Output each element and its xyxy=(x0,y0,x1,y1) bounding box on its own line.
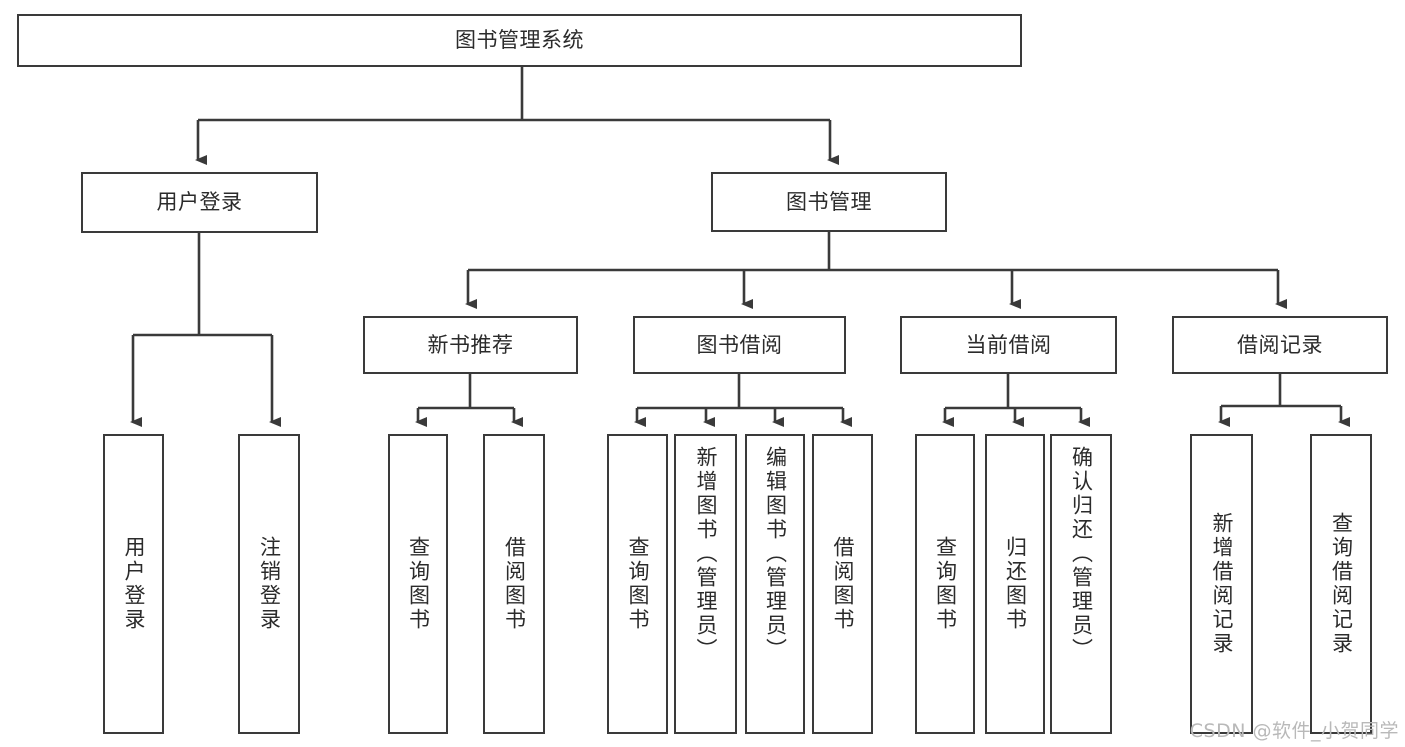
leaf-user-login[interactable]: 用户登录 xyxy=(103,434,164,734)
leaf-add-borrow-record[interactable]: 新增借阅记录 xyxy=(1190,434,1253,734)
leaf-search-books-current[interactable]: 查询图书 xyxy=(915,434,975,734)
node-new-book-recommendation[interactable]: 新书推荐 xyxy=(363,316,578,374)
node-current-borrowing[interactable]: 当前借阅 xyxy=(900,316,1117,374)
leaf-borrow-books-recommend[interactable]: 借阅图书 xyxy=(483,434,545,734)
leaf-user-login-label: 用户登录 xyxy=(122,536,146,632)
leaf-search-books-current-label: 查询图书 xyxy=(933,536,958,632)
leaf-edit-book-admin[interactable]: 编辑图书（管理员） xyxy=(745,434,805,734)
node-current-borrowing-label: 当前借阅 xyxy=(965,332,1052,357)
leaf-search-borrow-record[interactable]: 查询借阅记录 xyxy=(1310,434,1372,734)
leaf-search-books-borrowing[interactable]: 查询图书 xyxy=(607,434,668,734)
leaf-borrow-books[interactable]: 借阅图书 xyxy=(812,434,873,734)
leaf-add-book-admin-label: 新增图书（管理员） xyxy=(694,446,718,662)
leaf-add-borrow-record-label: 新增借阅记录 xyxy=(1210,512,1234,656)
node-book-management[interactable]: 图书管理 xyxy=(711,172,947,232)
leaf-borrow-books-label: 借阅图书 xyxy=(831,536,855,632)
leaf-search-borrow-record-label: 查询借阅记录 xyxy=(1329,512,1354,656)
node-book-borrowing-label: 图书借阅 xyxy=(696,332,783,357)
leaf-logout-label: 注销登录 xyxy=(257,536,282,632)
leaf-borrow-books-recommend-label: 借阅图书 xyxy=(502,536,527,632)
leaf-search-books-recommend[interactable]: 查询图书 xyxy=(388,434,448,734)
node-user-login[interactable]: 用户登录 xyxy=(81,172,318,233)
leaf-edit-book-admin-label: 编辑图书（管理员） xyxy=(763,446,788,662)
leaf-confirm-return-admin-label: 确认归还（管理员） xyxy=(1069,446,1094,662)
leaf-search-books-recommend-label: 查询图书 xyxy=(406,536,431,632)
leaf-search-books-borrowing-label: 查询图书 xyxy=(626,536,650,632)
node-user-login-label: 用户登录 xyxy=(156,190,243,215)
leaf-return-books-label: 归还图书 xyxy=(1003,536,1028,632)
node-root[interactable]: 图书管理系统 xyxy=(17,14,1022,67)
node-new-book-recommendation-label: 新书推荐 xyxy=(427,332,514,357)
leaf-logout[interactable]: 注销登录 xyxy=(238,434,300,734)
node-root-label: 图书管理系统 xyxy=(455,28,584,53)
node-borrow-records[interactable]: 借阅记录 xyxy=(1172,316,1388,374)
leaf-add-book-admin[interactable]: 新增图书（管理员） xyxy=(674,434,737,734)
node-borrow-records-label: 借阅记录 xyxy=(1237,332,1323,357)
leaf-return-books[interactable]: 归还图书 xyxy=(985,434,1045,734)
node-book-management-label: 图书管理 xyxy=(786,189,872,214)
node-book-borrowing[interactable]: 图书借阅 xyxy=(633,316,846,374)
leaf-confirm-return-admin[interactable]: 确认归还（管理员） xyxy=(1050,434,1112,734)
